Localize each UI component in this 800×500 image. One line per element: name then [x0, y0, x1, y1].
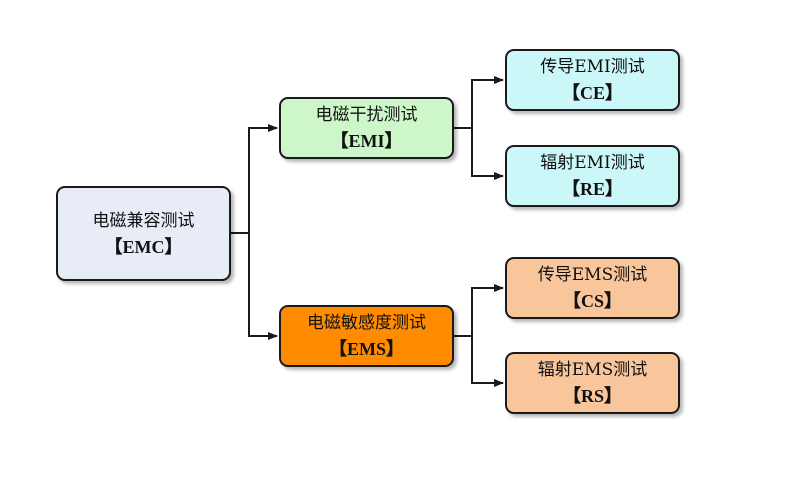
node-emc-label: 电磁兼容测试: [92, 210, 195, 231]
connector-emi-ce: [454, 76, 504, 129]
node-ce-code: 【CE】: [561, 83, 623, 103]
node-re-label: 辐射EMI测试: [540, 153, 645, 173]
node-emi-code: 【EMI】: [330, 131, 403, 151]
node-ems-label: 电磁敏感度测试: [307, 313, 426, 333]
node-re-code: 【RE】: [561, 179, 623, 199]
node-emi-label: 电磁干扰测试: [315, 105, 418, 125]
node-cs-label: 传导EMS测试: [537, 265, 648, 285]
node-re: 辐射EMI测试 【RE】: [505, 145, 680, 207]
node-ems: 电磁敏感度测试 【EMS】: [279, 305, 454, 367]
node-ce-label: 传导EMI测试: [540, 57, 645, 77]
connector-emc-ems: [248, 233, 278, 340]
node-cs: 传导EMS测试 【CS】: [505, 257, 680, 319]
connector-ems-cs: [454, 284, 504, 337]
node-cs-code: 【CS】: [562, 291, 622, 311]
node-rs-label: 辐射EMS测试: [537, 360, 648, 380]
connector-emi-re: [471, 128, 504, 180]
connector-emc-emi: [231, 124, 278, 234]
node-rs: 辐射EMS测试 【RS】: [505, 352, 680, 414]
node-ems-code: 【EMS】: [328, 339, 404, 359]
connector-ems-rs: [471, 336, 504, 387]
node-emc: 电磁兼容测试 【EMC】: [56, 186, 231, 281]
node-rs-code: 【RS】: [562, 386, 622, 406]
node-emc-code: 【EMC】: [104, 236, 183, 257]
node-ce: 传导EMI测试 【CE】: [505, 49, 680, 111]
node-emi: 电磁干扰测试 【EMI】: [279, 97, 454, 159]
